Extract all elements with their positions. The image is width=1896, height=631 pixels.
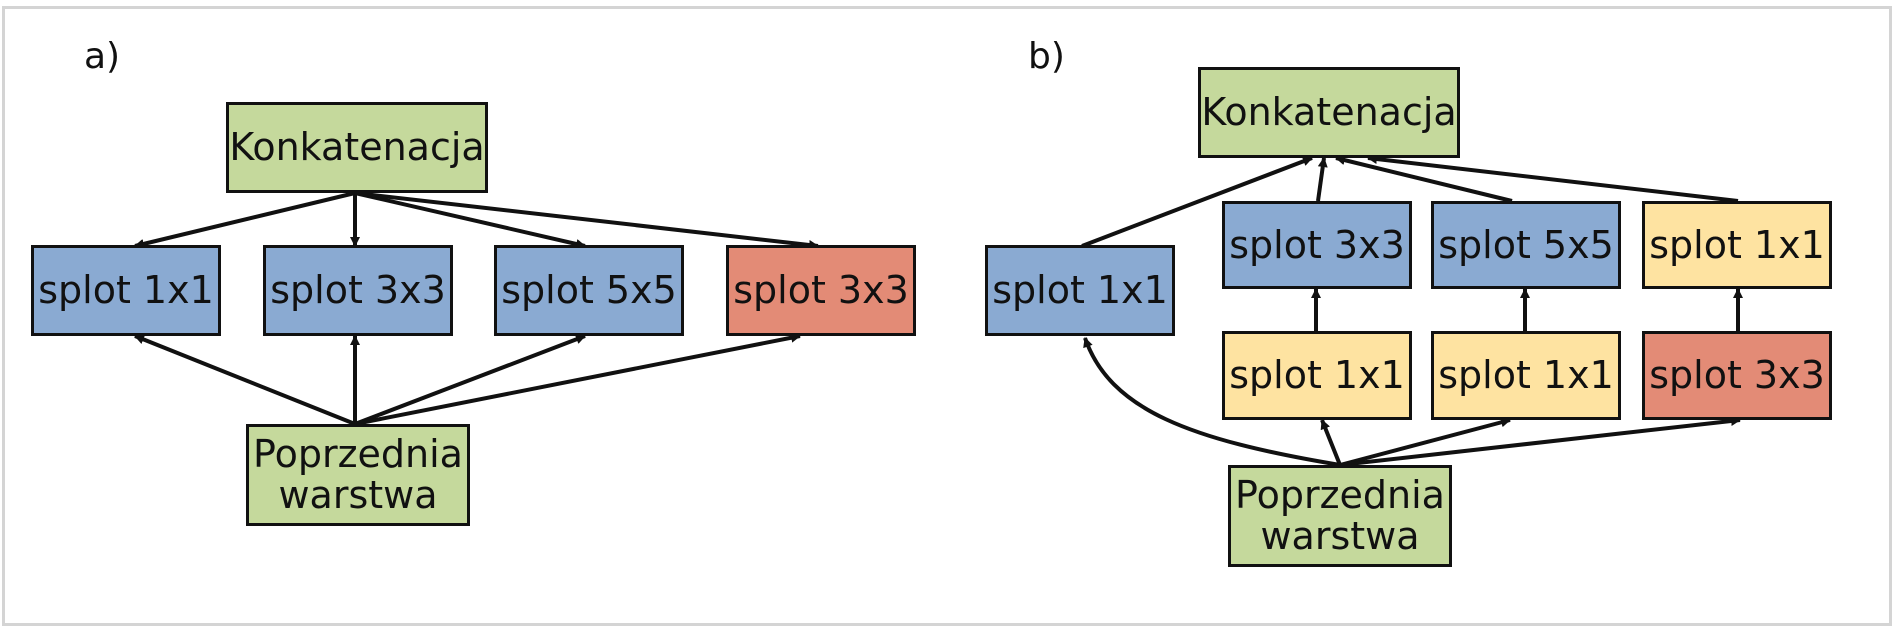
edge-b-input-to-reduce3x3 [1320, 419, 1342, 466]
edge-b-input-to-reduce5x5 [1339, 417, 1511, 467]
edge-b-conv1x1-to-concat [1081, 156, 1313, 248]
edge-a-concat-to-conv5x5 [354, 191, 586, 249]
panel-b-pool3x3-node: splot 3x3 [1642, 331, 1832, 420]
edge-b-input-to-conv1x1 [1083, 337, 1341, 467]
panel-b-reduce3x3-node: splot 1x1 [1222, 331, 1412, 420]
panel-b-concat-node: Konkatenacja [1198, 67, 1460, 158]
panel-b-conv1x1-node: splot 1x1 [985, 245, 1175, 336]
panel-b-conv5x5-node: splot 5x5 [1431, 201, 1621, 289]
panel-a-conv3x3-node: splot 3x3 [263, 245, 453, 336]
edge-b-input-to-pool3x3 [1339, 416, 1741, 467]
panel-a-concat-node: Konkatenacja [226, 102, 488, 193]
edge-a-input-to-pool3x3 [354, 332, 801, 426]
panel-b-conv3x3-node: splot 3x3 [1222, 201, 1412, 289]
panel-a-pool3x3-node: splot 3x3 [726, 245, 916, 336]
edge-a-concat-to-pool3x3 [354, 191, 819, 250]
panel-a-conv1x1-node: splot 1x1 [31, 245, 221, 336]
panel-b-reduce5x5-node: splot 1x1 [1431, 331, 1621, 420]
panel-b-label: b) [1028, 36, 1065, 77]
edge-b-conv5x5-to-concat [1335, 155, 1513, 203]
panel-a-label: a) [84, 36, 121, 77]
panel-a-input-node: Poprzednia warstwa [246, 424, 470, 526]
edge-b-conv3x3-to-concat [1316, 157, 1328, 202]
edge-a-concat-to-conv1x1 [134, 191, 356, 249]
panel-b-proj1x1-node: splot 1x1 [1642, 201, 1832, 289]
edge-a-input-to-conv1x1 [134, 334, 356, 426]
panel-b-input-node: Poprzednia warstwa [1228, 465, 1452, 567]
edge-b-proj1x1-to-concat [1367, 154, 1739, 203]
edge-a-input-to-conv5x5 [354, 334, 586, 426]
panel-a-conv5x5-node: splot 5x5 [494, 245, 684, 336]
